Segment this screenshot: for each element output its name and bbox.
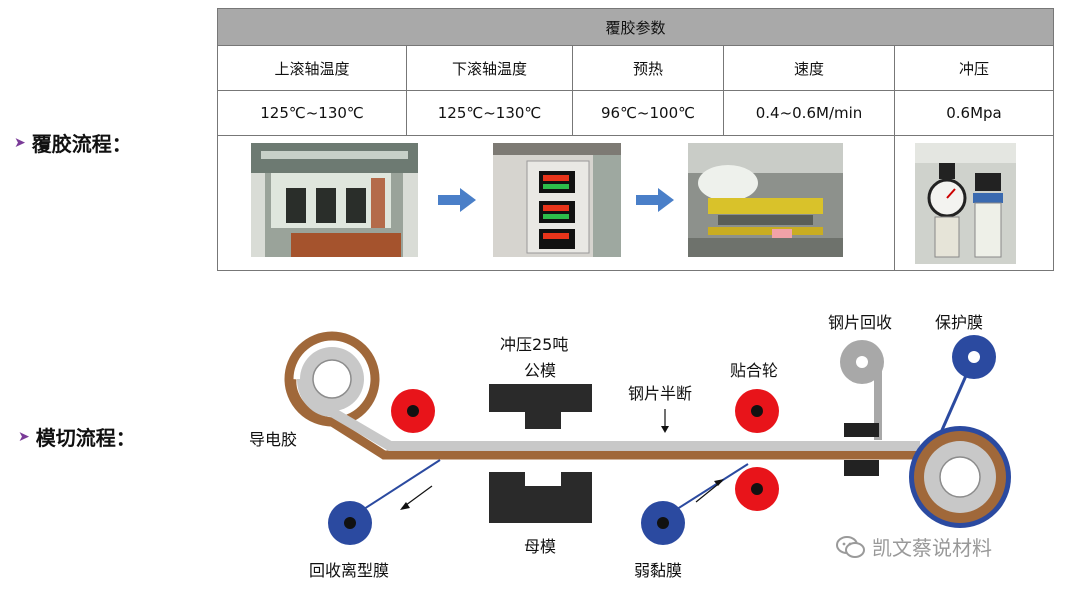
value-lower-roller-temp: 125℃~130℃ xyxy=(406,90,573,136)
process-arrow-icon xyxy=(438,188,476,212)
female-die xyxy=(489,472,592,523)
conductive-glue-label: 导电胶 xyxy=(249,430,298,449)
female-die-label: 母模 xyxy=(524,537,557,556)
value-preheat: 96℃~100℃ xyxy=(572,90,724,136)
preheat-machine-photo xyxy=(688,143,843,257)
die-cutting-process-text: 模切流程： xyxy=(35,426,136,450)
steel-strip-block-lower xyxy=(844,460,879,476)
process-arrow-icon xyxy=(636,188,674,212)
pressure-regulator-photo xyxy=(915,143,1016,264)
header-lower-roller-temp: 下滚轴温度 xyxy=(406,45,573,91)
male-die-label: 公模 xyxy=(524,361,557,380)
steel-recovery-label: 钢片回收 xyxy=(828,313,893,332)
release-film-recovery-label: 回收离型膜 xyxy=(309,561,390,580)
laminating-process-label: ➤ 覆胶流程： xyxy=(14,128,132,157)
steel-strip-block xyxy=(844,423,879,437)
weak-adhesive-film-label: 弱黏膜 xyxy=(634,561,683,580)
web-gray-layer xyxy=(297,378,920,451)
laminating-process-text: 覆胶流程： xyxy=(31,132,132,156)
triangle-bullet-icon: ➤ xyxy=(18,428,30,445)
web-brown-layer xyxy=(287,378,920,460)
table-title: 覆胶参数 xyxy=(217,8,1054,46)
die-cutting-process-label: ➤ 模切流程： xyxy=(18,422,136,451)
triangle-bullet-icon: ➤ xyxy=(14,134,26,151)
header-stamping: 冲压 xyxy=(894,45,1054,91)
header-preheat: 预热 xyxy=(572,45,724,91)
protective-film-label: 保护膜 xyxy=(935,313,984,332)
male-die xyxy=(489,384,592,412)
header-speed: 速度 xyxy=(723,45,895,91)
temperature-controller-photo xyxy=(493,143,621,257)
watermark: 凯文蔡说材料 xyxy=(836,532,992,561)
half-cut-label: 钢片半断 xyxy=(628,384,693,403)
laminating-wheel-label: 贴合轮 xyxy=(730,361,779,380)
value-stamping: 0.6Mpa xyxy=(894,90,1054,136)
header-upper-roller-temp: 上滚轴温度 xyxy=(217,45,407,91)
stamping-label: 冲压25吨 xyxy=(500,335,569,354)
wechat-icon xyxy=(836,535,865,558)
machine-photo-rollers xyxy=(251,143,418,257)
value-upper-roller-temp: 125℃~130℃ xyxy=(217,90,407,136)
value-speed: 0.4~0.6M/min xyxy=(723,90,895,136)
watermark-text: 凯文蔡说材料 xyxy=(872,536,992,560)
male-die-punch xyxy=(525,412,561,429)
die-cutting-diagram xyxy=(284,331,1011,545)
